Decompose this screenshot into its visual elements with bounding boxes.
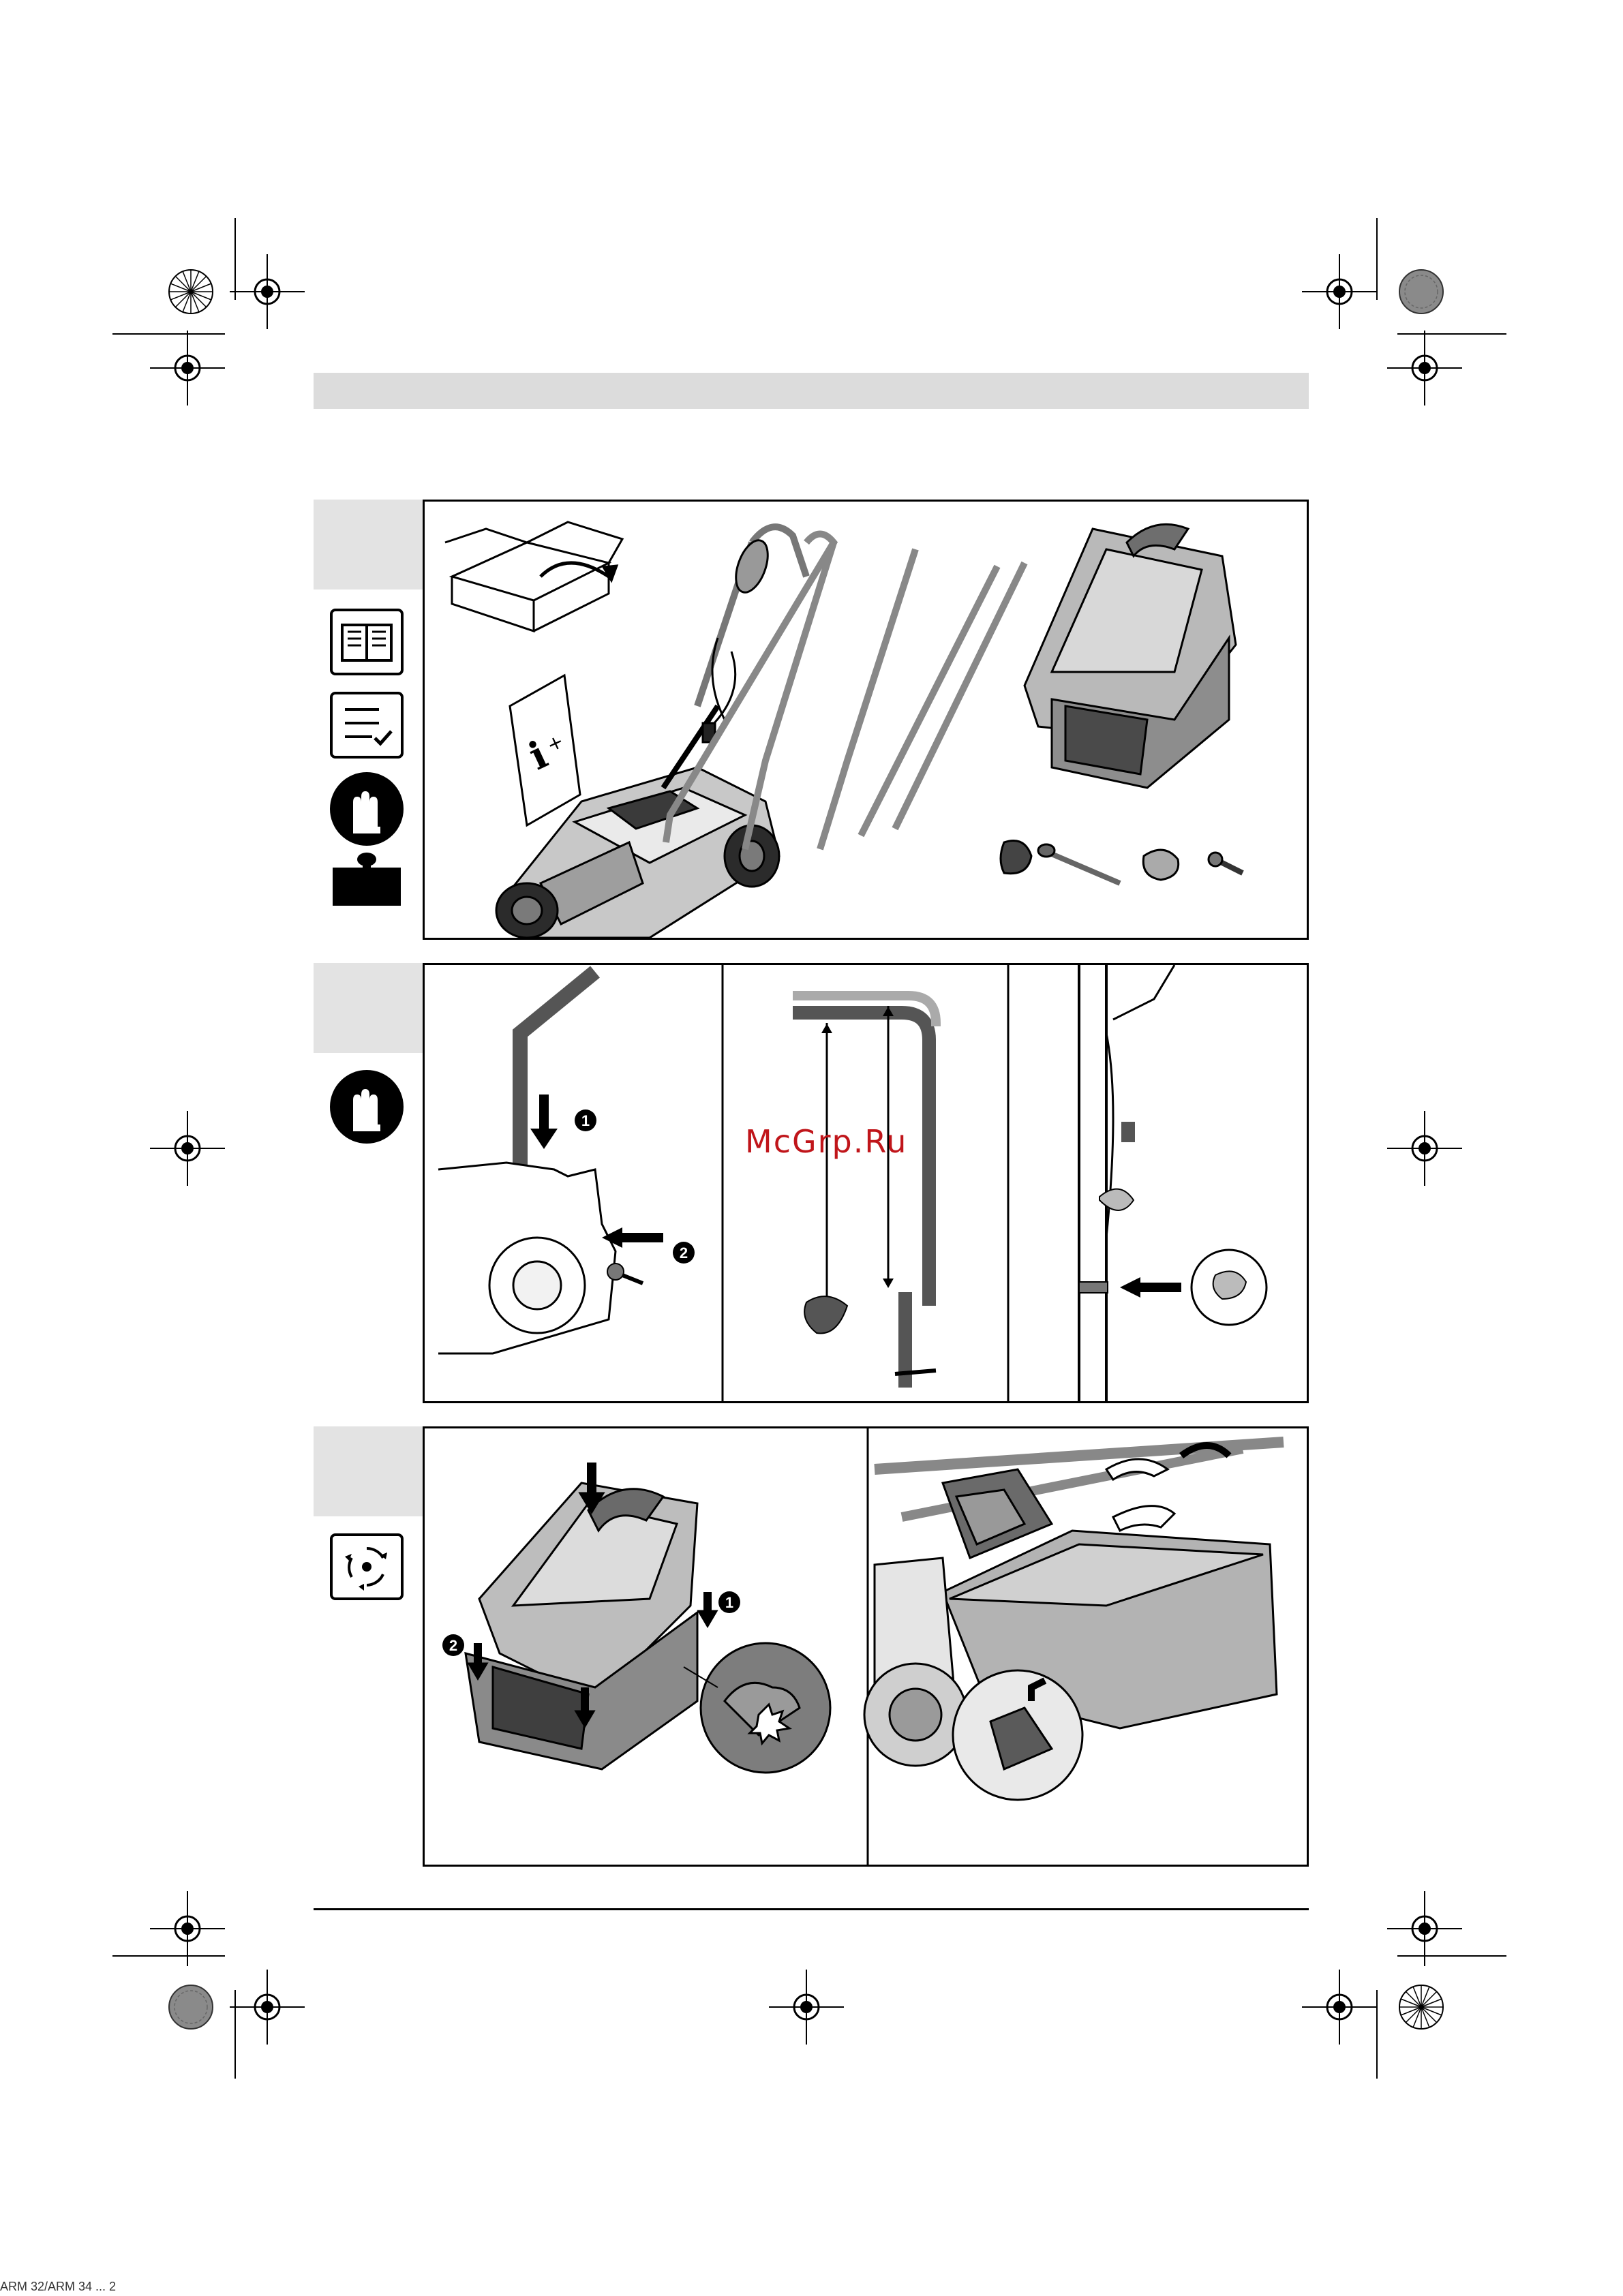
grass-catcher-figure: 1 2	[423, 1426, 1309, 1867]
checklist-icon	[330, 692, 404, 759]
callout-2: 2	[680, 1244, 688, 1261]
step-tab-2	[314, 963, 423, 1053]
footer-rule	[314, 1908, 1309, 1910]
watermark-text: McGrp.Ru	[745, 1123, 907, 1160]
weight-icon	[330, 848, 404, 907]
info-booklet-illustration: i +	[510, 675, 580, 825]
height-adjust-panel	[793, 996, 936, 1388]
recycle-icon	[330, 1533, 404, 1600]
unpacking-figure: i +	[423, 500, 1309, 940]
handle-assembly-figure: 1 2 McGrp.Ru	[423, 963, 1309, 1403]
cable-clip-panel	[1079, 965, 1266, 1401]
step-tab-3	[314, 1426, 423, 1516]
read-manual-icon	[330, 609, 404, 675]
grass-catcher-illustration	[1025, 524, 1236, 788]
footer-text: ARM 32/ARM 34 ... 2	[0, 2280, 116, 2294]
catcher-assembly-panel	[466, 1463, 830, 1773]
fasteners-illustration	[1001, 841, 1243, 884]
carton-box-illustration	[445, 522, 622, 631]
callout-1b: 1	[725, 1594, 733, 1611]
callout-2b: 2	[449, 1637, 457, 1654]
gloves-icon	[330, 1070, 404, 1144]
callout-1: 1	[581, 1112, 590, 1129]
catcher-attach-panel	[864, 1442, 1284, 1800]
insert-handle-panel	[438, 972, 663, 1353]
step-tab-1	[314, 500, 423, 590]
gloves-icon	[330, 772, 404, 846]
